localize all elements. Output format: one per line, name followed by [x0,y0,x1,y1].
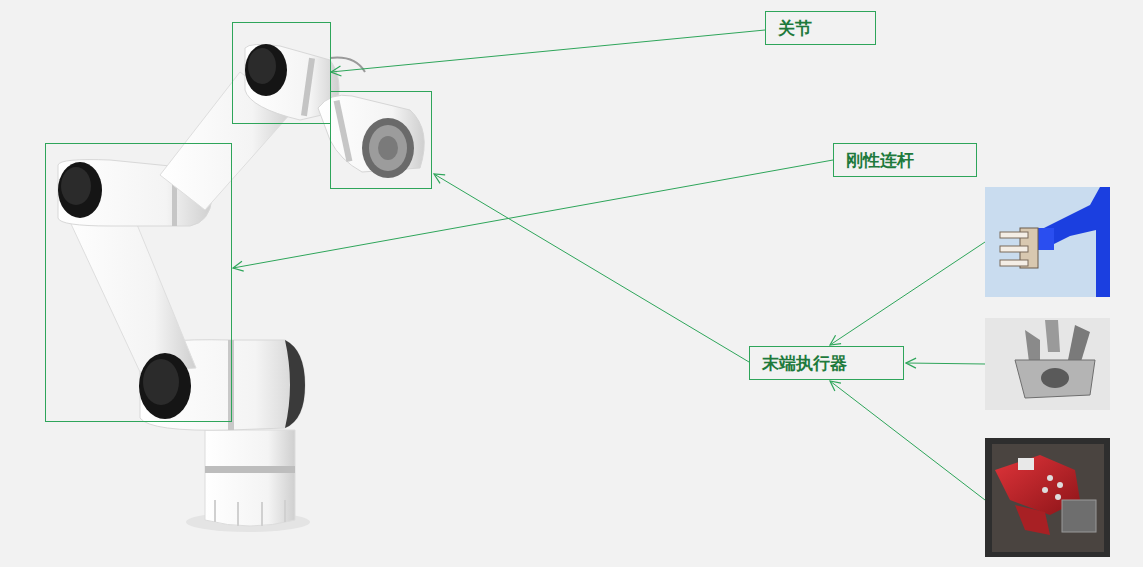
gripper-photo-1-part [1038,228,1054,250]
robot-arm-part [215,500,285,526]
robot-arm-part [139,353,191,419]
robot-arm-part [245,44,287,96]
robot-arm-part [369,125,407,171]
gripper-photo-1-part [985,187,1110,297]
leader-lines-part [331,30,765,72]
gripper-photo-1 [985,187,1110,297]
leader-lines [233,30,985,500]
gripper-photo-3-part [1057,482,1063,488]
gripper-photo-1-part [1000,260,1028,266]
part-frames [46,23,432,422]
gripper-photo-2-part [1015,360,1095,398]
part-frames-part [46,144,232,422]
robot-arm-part [285,340,305,428]
gripper-photo-3-part [1018,458,1034,470]
gripper-photo-3 [985,438,1110,557]
gripper-photo-3-part [985,438,1110,557]
robot-arm [58,44,424,532]
robot-arm-part [248,48,276,84]
gripper-photo-2-part [1045,320,1060,352]
robot-arm-part [334,100,353,162]
part-frames-part [331,92,432,189]
robot-arm-part [61,167,91,205]
robot-arm-part [378,136,398,160]
label-box: 末端执行器 [749,346,904,380]
label-box: 刚性连杆 [833,143,977,177]
gripper-photo-3-part [1047,475,1053,481]
gripper-photo-3-part [1062,500,1096,532]
gripper-photo-2-part [985,318,1110,410]
part-frames-part [233,23,331,124]
gripper-photo-3-part [1042,487,1048,493]
gripper-photo-3-part [1015,505,1050,535]
leader-lines-part [233,160,833,268]
robot-arm-part [301,58,315,116]
gripper-photo-1-part [1000,246,1028,252]
label-text: 末端执行器 [762,352,847,374]
leader-lines-part [434,174,749,362]
gripper-photo-2-part [1041,368,1069,388]
robot-arm-part [58,162,102,218]
label-text: 刚性连杆 [846,149,914,171]
robot-arm-part [140,340,305,431]
leader-lines-part [906,363,985,364]
gripper-photo-3-part [1055,494,1061,500]
robot-arm-part [205,430,295,526]
robot-arm-part [205,466,295,473]
gripper-photo-2-part [1068,325,1090,365]
leader-lines-part [830,242,985,345]
robot-arm-part [362,118,414,178]
gripper-photo-2 [985,318,1110,410]
leader-lines-part [830,381,985,500]
robot-arm-part [143,359,179,405]
gripper-photo-3-part [992,444,1104,552]
label-text: 关节 [778,17,812,39]
robot-arm-part [330,58,365,72]
label-box: 关节 [765,11,876,45]
gripper-photo-1-part [1000,232,1028,238]
